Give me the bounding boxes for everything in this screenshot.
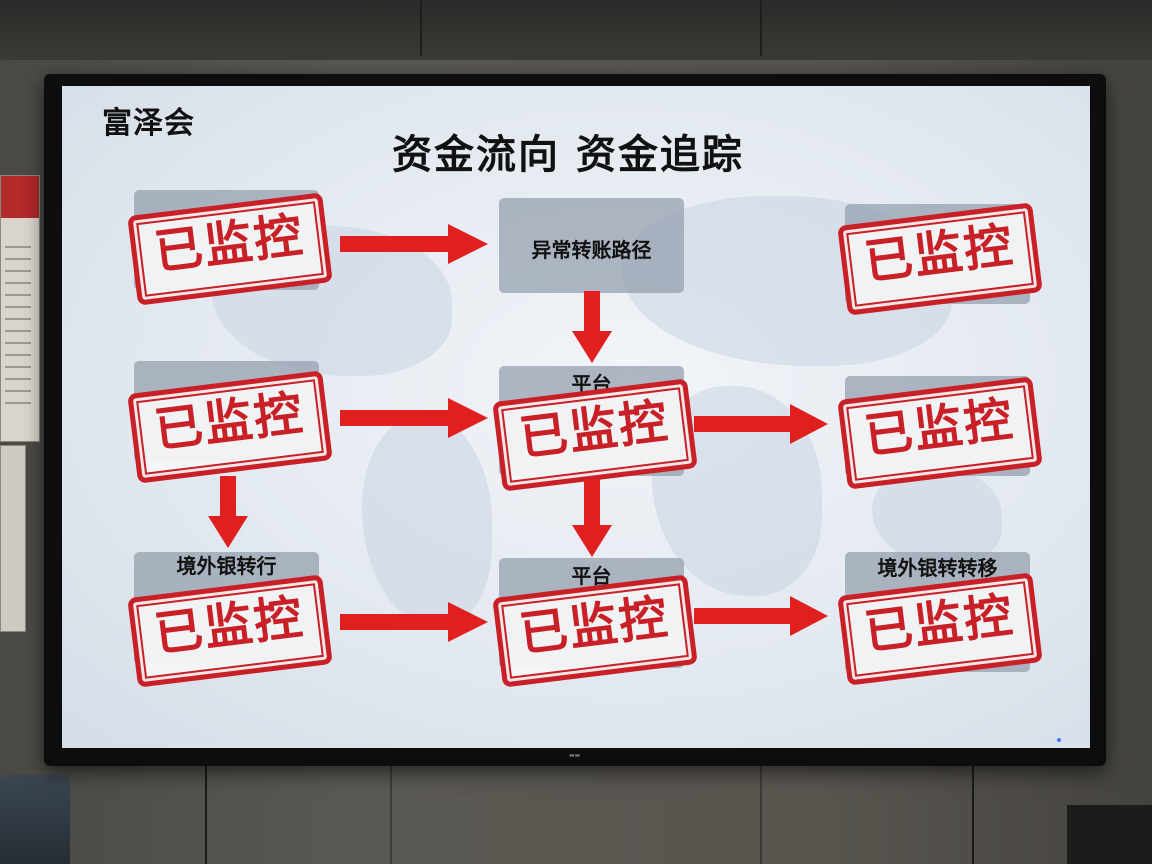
flow-node-anomaly-path: 异常转账路径 [499,198,684,293]
presentation-slide: 富泽会 资金流向 资金追踪 已监控 异常转账路径 已监控 已监控 平台 已监控 … [62,86,1090,748]
down-arrow [208,476,248,548]
notice-text-lines [5,236,31,406]
node-label: 异常转账路径 [531,238,652,262]
tv-cable [205,760,207,864]
node-label: 境外银转转移 [877,556,998,580]
right-arrow [694,596,828,636]
right-arrow [340,602,488,642]
desk [1067,805,1152,864]
tv-monitor: 富泽会 资金流向 资金追踪 已监控 异常转账路径 已监控 已监控 平台 已监控 … [44,74,1106,766]
right-arrow [340,224,488,264]
power-indicator-icon [1057,738,1061,742]
slide-title: 资金流向 资金追踪 [392,132,744,178]
office-chair [0,775,70,864]
right-arrow [694,404,828,444]
down-arrow [572,291,612,363]
tv-brand-logo: ▬▬ [569,752,581,759]
ceiling-seam [420,0,422,56]
notice-header-stripe [1,176,39,218]
tv-cable [972,760,974,864]
ceiling [0,0,1152,60]
right-arrow [340,398,488,438]
brand-logo: 富泽会 [102,106,195,141]
down-arrow [572,479,612,557]
world-map-region [362,416,492,626]
ceiling-seam [760,0,762,56]
wall-seam [760,760,762,864]
wall-seam [390,760,392,864]
node-label: 境外银转行 [176,554,277,578]
wall-notice-board [0,445,26,632]
wall-notice-board [0,175,40,442]
